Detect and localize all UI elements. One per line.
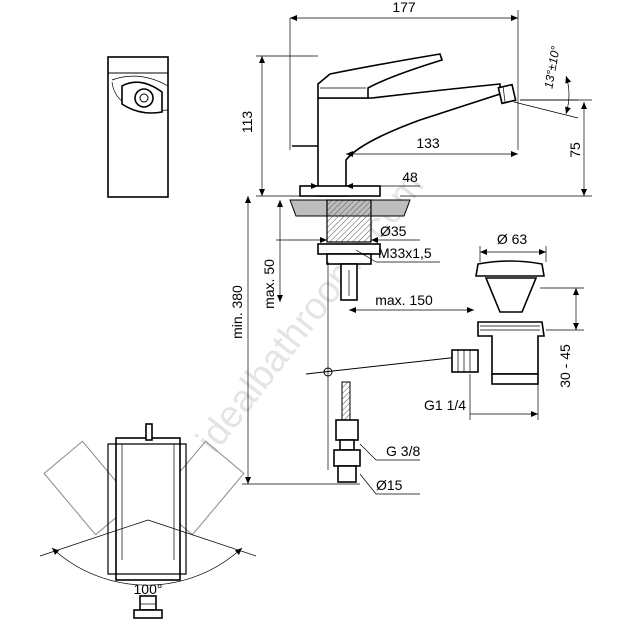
side-view (107, 56, 169, 198)
inlet-connector (335, 419, 359, 441)
dim-inlet-thread: G 3/8 (386, 443, 420, 459)
mixer-lever (317, 53, 444, 99)
dim-hole-diameter: Ø35 (380, 223, 407, 239)
dim-handle-rotation: 100° (134, 581, 163, 597)
dim-spout-height: 75 (567, 142, 583, 158)
dim-waste-diameter: Ø 63 (497, 231, 528, 247)
threaded-shank (326, 199, 372, 243)
dim-hose-length: min. 380 (229, 285, 245, 339)
spout-aerator (497, 83, 517, 105)
top-view: 100° (39, 423, 257, 619)
side-aerator (134, 88, 154, 108)
dim-overall-length: 177 (392, 0, 416, 15)
dim-height: 113 (239, 111, 255, 134)
waste-plug (475, 260, 545, 277)
dim-inlet-diameter: Ø15 (376, 477, 403, 493)
front-elevation (289, 10, 545, 483)
top-lever (107, 443, 187, 575)
backnut (317, 243, 381, 255)
top-body (115, 437, 181, 581)
dim-base-width: 48 (402, 169, 418, 185)
side-body (107, 56, 169, 198)
dim-rod-length: max. 150 (375, 292, 433, 308)
dim-aerator-angle: 13°±10° (541, 45, 562, 90)
dim-thread: M33x1,5 (378, 245, 432, 261)
dim-waste-range: 30 - 45 (557, 344, 573, 388)
dim-deck-thickness: max. 50 (261, 259, 277, 309)
dim-waste-thread: G1 1/4 (424, 397, 466, 413)
dimensions: 177 113 133 75 48 13°±10° Ø35 M33x1,5 ma… (229, 0, 592, 495)
dim-spout-reach: 133 (416, 135, 440, 151)
